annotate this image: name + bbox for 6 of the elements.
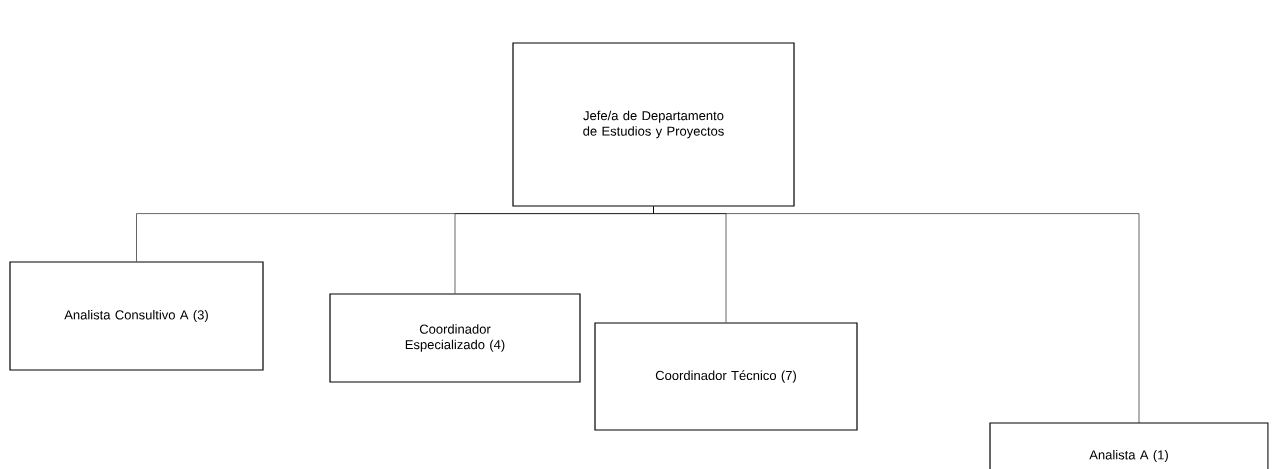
org-box: Coordinador Técnico (7) <box>594 322 858 431</box>
org-box: Analista Consultivo A (3) <box>9 261 264 371</box>
org-box: Analista A (1) <box>989 422 1269 469</box>
org-box: Coordinador Especializado (4) <box>329 293 581 383</box>
org-box: Jefe/a de Departamento de Estudios y Proyectos <box>512 42 795 207</box>
connector-line <box>653 206 1140 424</box>
